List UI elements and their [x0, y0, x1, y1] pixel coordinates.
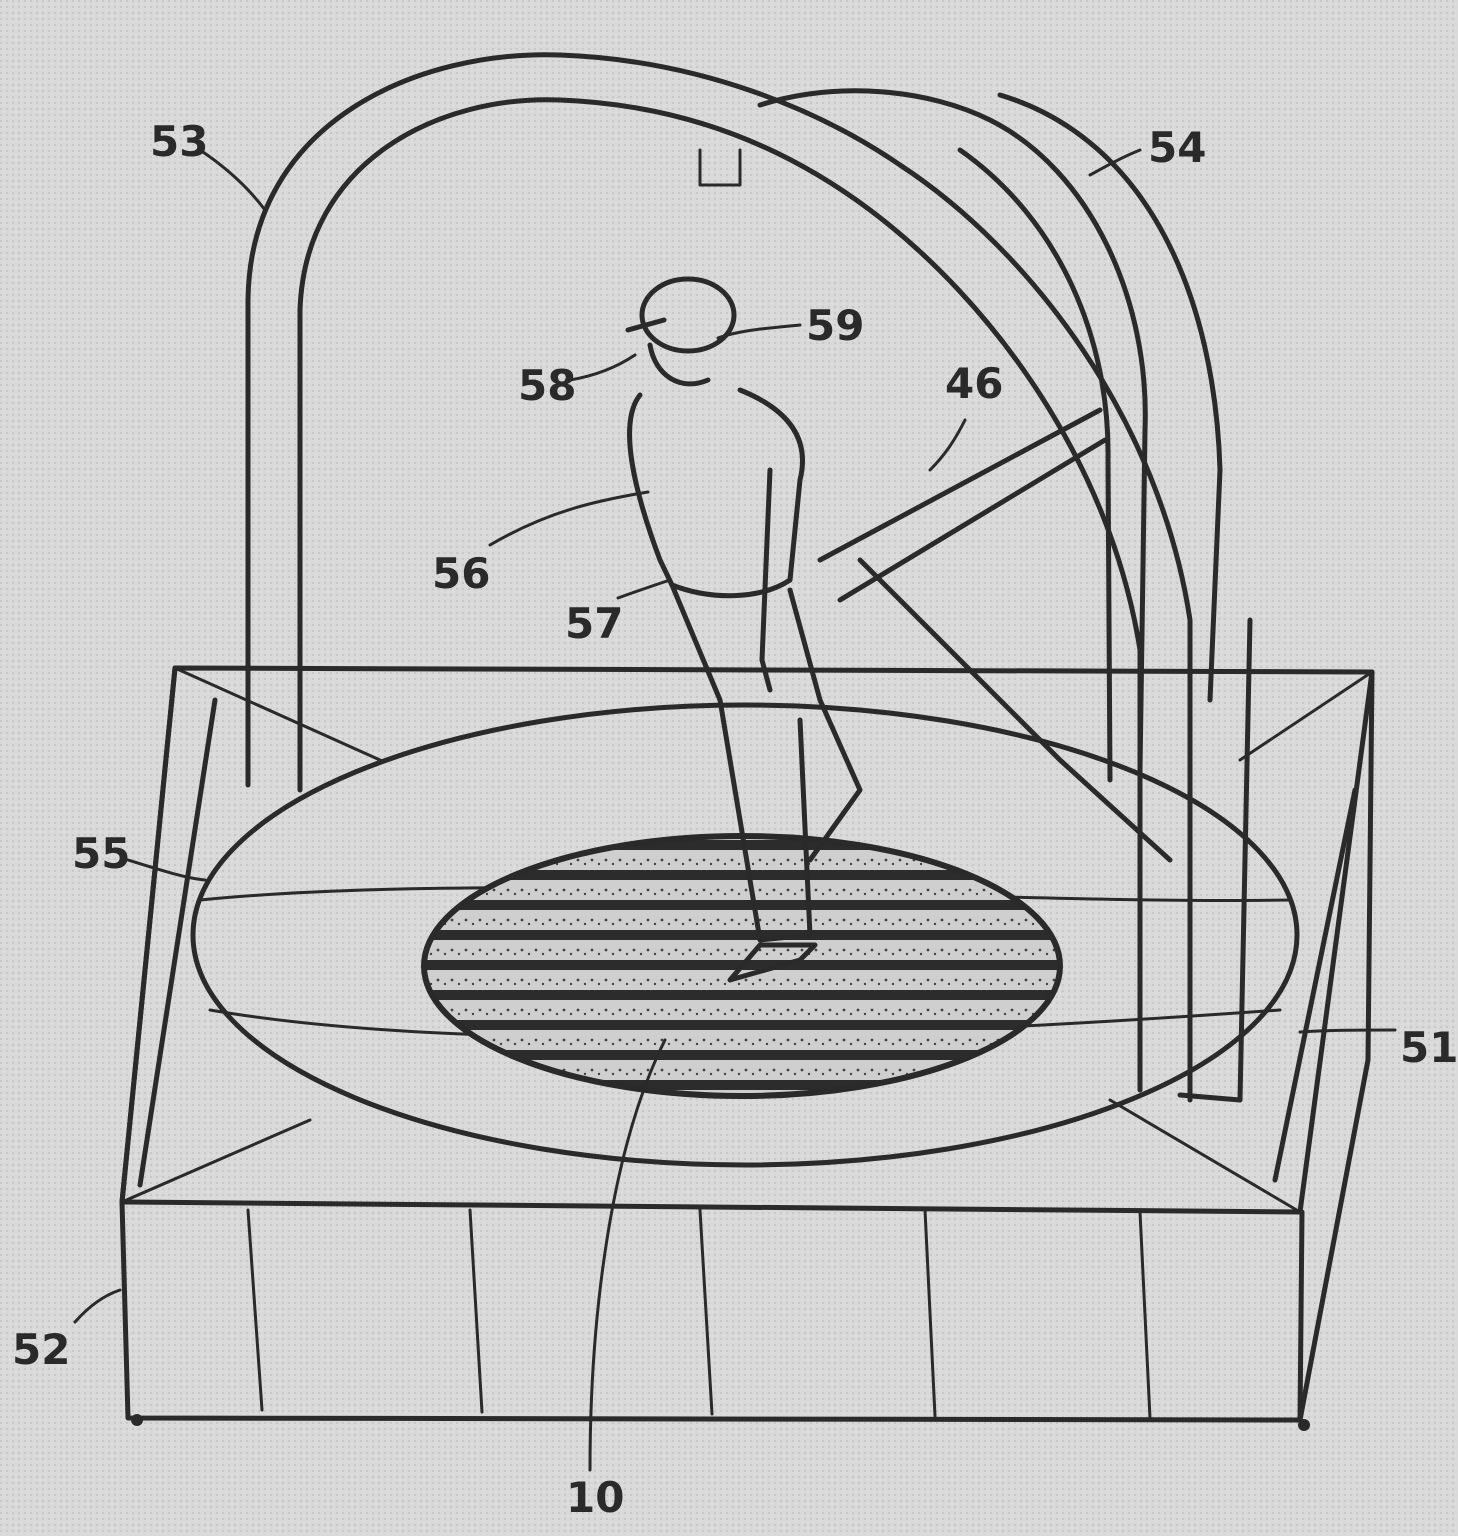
label-56: 56: [432, 549, 490, 598]
label-59: 59: [806, 301, 864, 350]
label-46: 46: [945, 359, 1003, 408]
platform-disc: [190, 702, 1300, 1168]
label-54: 54: [1148, 123, 1206, 172]
tether-arm: [817, 407, 1173, 863]
leader-lines: [73, 148, 1397, 1472]
label-10: 10: [566, 1473, 624, 1522]
label-57: 57: [565, 599, 623, 648]
label-51: 51: [1400, 1023, 1458, 1072]
user-figure: [625, 276, 863, 983]
label-58: 58: [518, 361, 576, 410]
label-53: 53: [150, 117, 208, 166]
label-52: 52: [12, 1325, 70, 1374]
label-55: 55: [72, 829, 130, 878]
